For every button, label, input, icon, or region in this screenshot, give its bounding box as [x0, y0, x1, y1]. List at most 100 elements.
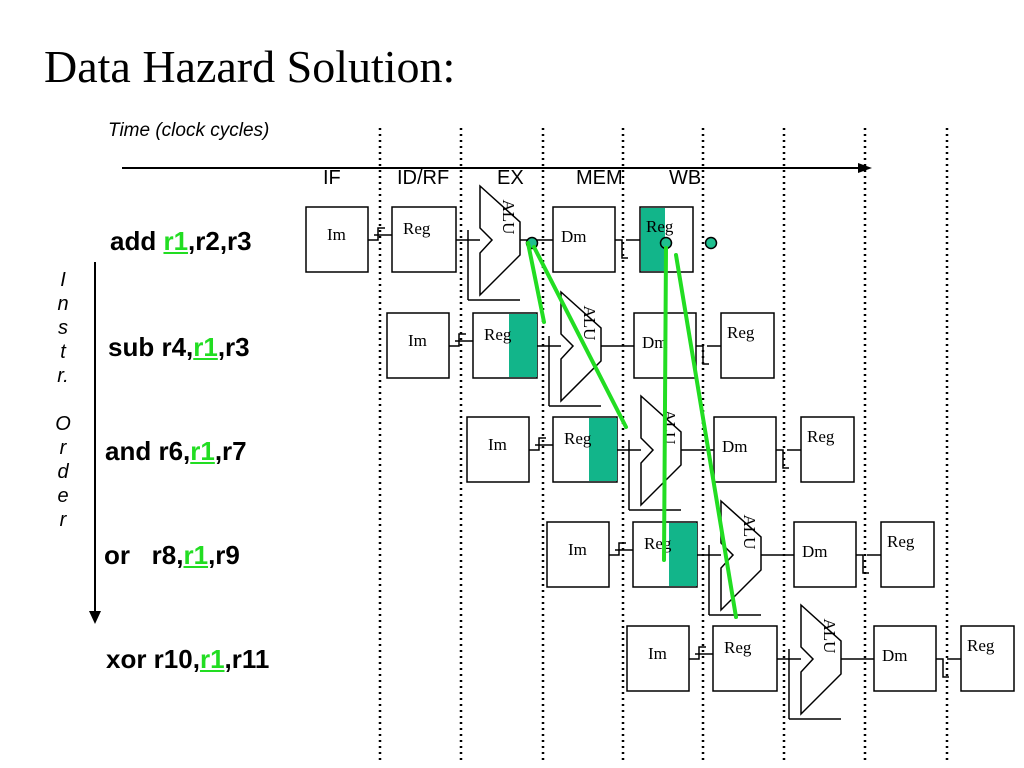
connector-line [936, 658, 949, 678]
order-label-letter: r. [57, 365, 69, 387]
time-axis-label: Time (clock cycles) [108, 120, 270, 141]
instruction-memory-label: Im [648, 644, 667, 663]
stage-label-mem: MEM [576, 167, 623, 189]
order-label-letter: e [57, 485, 69, 507]
writeback-register-label: Reg [807, 427, 835, 446]
instruction-memory-label: Im [408, 331, 427, 350]
alu-label: ALU [740, 515, 759, 550]
register-file-label: Reg [403, 219, 431, 238]
alu-shape [800, 603, 842, 716]
instruction-sub: sub r4,r1,r3 [108, 332, 250, 363]
instruction-operands: ,r7 [214, 436, 247, 466]
alu-shape [479, 184, 521, 297]
data-memory-label: Dm [642, 333, 668, 352]
stage-label-id-rf: ID/RF [397, 167, 450, 189]
alu-label: ALU [499, 200, 518, 235]
data-memory-label: Dm [882, 646, 908, 665]
instruction-operands: ,r9 [208, 540, 240, 570]
order-label-letter: r [59, 437, 67, 459]
alu-label: ALU [580, 306, 599, 341]
hazard-register: r1 [183, 540, 209, 570]
instruction-memory-box [386, 312, 450, 379]
register-read-highlight [509, 314, 537, 377]
forwarding-path-line [526, 241, 546, 324]
order-label-letter: d [57, 461, 69, 483]
forwarding-path-line [532, 245, 628, 429]
instruction-memory-label: Im [568, 540, 587, 559]
instruction-add: add r1,r2,r3 [110, 226, 252, 257]
connector-line [609, 542, 626, 556]
forwarding-path-line [674, 253, 738, 619]
order-arrow-head [89, 611, 101, 624]
forwarding-node [704, 236, 718, 250]
writeback-register-box [880, 521, 935, 588]
writeback-register-box [960, 625, 1015, 692]
writeback-register-box [720, 312, 775, 379]
data-memory-box [873, 625, 937, 692]
data-memory-box [552, 206, 616, 273]
order-label-letter: t [60, 341, 66, 363]
stage-label-if: IF [323, 167, 341, 189]
data-memory-label: Dm [561, 227, 587, 246]
order-label-letter: s [58, 317, 68, 339]
instruction-op: sub r4, [108, 332, 194, 362]
instruction-xor: xor r10,r1,r11 [106, 644, 269, 675]
instruction-operands: ,r2,r3 [188, 226, 252, 256]
instruction-operands: ,r3 [217, 332, 250, 362]
stage-label-wb: WB [669, 167, 702, 189]
time-arrow-head [858, 163, 872, 173]
alu-shape [640, 394, 682, 507]
instruction-memory-box [466, 416, 530, 483]
instruction-op: or r8, [104, 540, 184, 570]
register-read-highlight [589, 418, 617, 481]
instruction-op: and r6, [105, 436, 191, 466]
register-file-label: Reg [724, 638, 752, 657]
instruction-and: and r6,r1,r7 [105, 436, 247, 467]
slide-title: Data Hazard Solution: [44, 41, 456, 92]
connector-line [856, 554, 869, 574]
connector-line [529, 437, 546, 451]
instruction-op: xor r10, [106, 644, 200, 674]
instruction-memory-box [546, 521, 610, 588]
instruction-memory-box [305, 206, 369, 273]
hazard-register: r1 [190, 436, 215, 466]
writeback-register-label: Reg [887, 532, 915, 551]
instruction-operands: ,r11 [224, 644, 270, 674]
order-label-letter: I [60, 269, 66, 291]
writeback-register-box [800, 416, 855, 483]
instruction-or: or r8,r1,r9 [104, 540, 240, 571]
data-memory-box [713, 416, 777, 483]
instruction-memory-label: Im [327, 225, 346, 244]
writeback-register-label: Reg [727, 323, 755, 342]
hazard-register: r1 [199, 644, 225, 674]
hazard-register: r1 [193, 332, 218, 362]
instruction-memory-box [626, 625, 690, 692]
data-memory-label: Dm [722, 437, 748, 456]
instruction-memory-label: Im [488, 435, 507, 454]
connector-line [615, 239, 628, 259]
register-file-box [712, 625, 778, 692]
stage-label-ex: EX [497, 167, 524, 189]
order-label-letter: O [55, 413, 71, 435]
forwarding-path-line [662, 246, 668, 562]
alu-label: ALU [820, 619, 839, 654]
connector-line [689, 646, 706, 660]
register-file-label: Reg [484, 325, 512, 344]
instruction-op: add [110, 226, 164, 256]
register-file-label: Reg [564, 429, 592, 448]
register-read-highlight [669, 523, 697, 586]
connector-line [449, 333, 466, 347]
connector-line [368, 227, 385, 241]
order-label-letter: r [59, 509, 67, 531]
register-file-label: Reg [644, 534, 672, 553]
writeback-register-label: Reg [646, 217, 674, 236]
data-memory-label: Dm [802, 542, 828, 561]
hazard-register: r1 [163, 226, 189, 256]
connector-line [696, 345, 709, 365]
connector-line [776, 449, 789, 469]
register-file-box [391, 206, 457, 273]
order-label-letter: n [57, 293, 69, 315]
writeback-register-label: Reg [967, 636, 995, 655]
